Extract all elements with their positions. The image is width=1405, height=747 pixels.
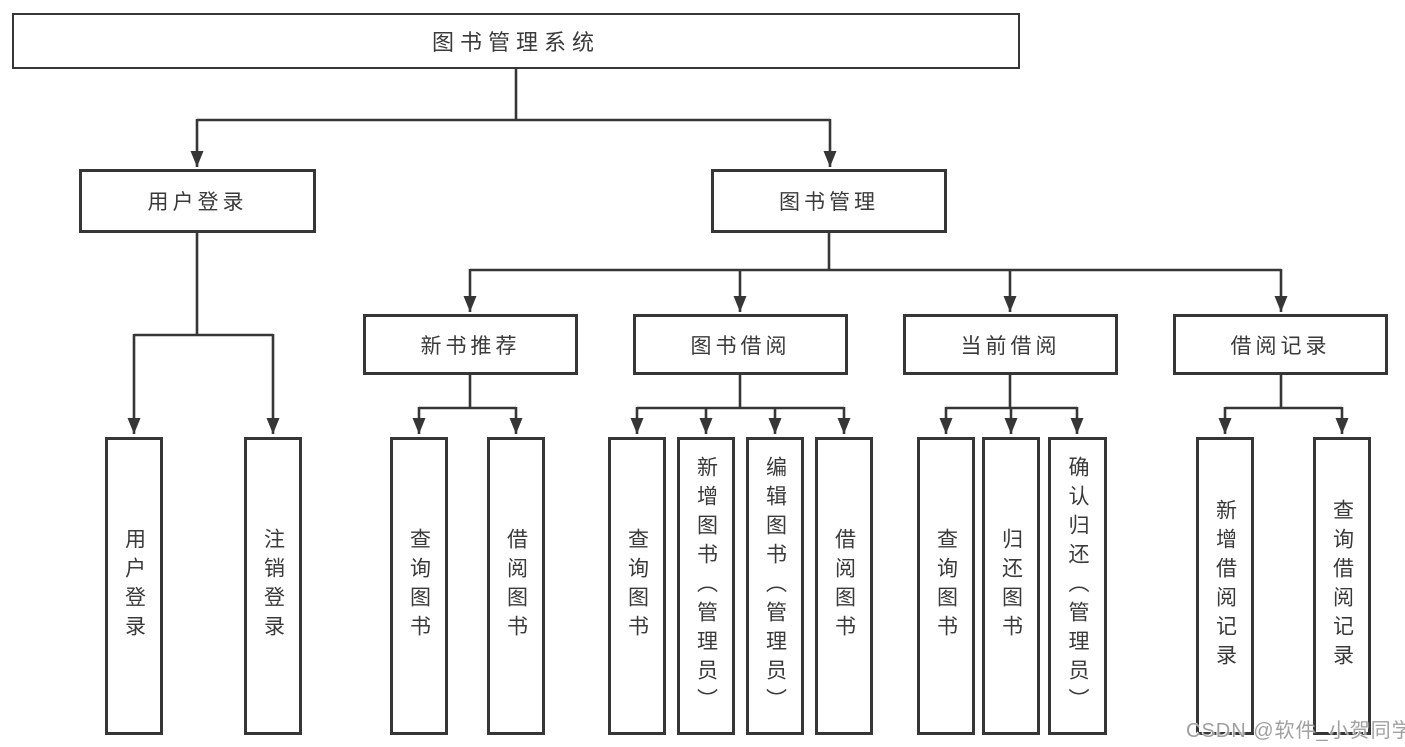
- csdn-watermark: CSDN @软件_小贺同学: [1186, 720, 1405, 742]
- node-label: 查询图书: [407, 528, 431, 644]
- node-label: 新增图书（管理员）: [694, 455, 718, 717]
- leaf-user-login: 用户登录: [105, 437, 163, 735]
- leaf-query-borrow-record: 查询借阅记录: [1313, 437, 1371, 735]
- node-label: 图书管理系统: [431, 30, 600, 55]
- node-current-borrow: 当前借阅: [903, 314, 1118, 375]
- leaf-borrow-borrow-book: 借阅图书: [815, 437, 873, 735]
- node-label: 查询图书: [934, 528, 958, 644]
- node-user-login: 用户登录: [79, 169, 316, 233]
- node-label: 新书推荐: [420, 334, 521, 358]
- leaf-borrow-query-book: 查询图书: [608, 437, 666, 735]
- node-book-borrow: 图书借阅: [633, 314, 848, 375]
- leaf-return-book: 归还图书: [982, 437, 1040, 735]
- leaf-confirm-return-admin: 确认归还（管理员）: [1048, 437, 1107, 735]
- node-label: 新增借阅记录: [1213, 499, 1237, 673]
- node-new-book-recommend: 新书推荐: [363, 314, 578, 375]
- node-label: 当前借阅: [960, 334, 1061, 358]
- node-label: 查询图书: [625, 528, 649, 644]
- node-label: 借阅记录: [1230, 334, 1331, 358]
- node-book-management: 图书管理: [711, 169, 947, 233]
- leaf-add-borrow-record: 新增借阅记录: [1196, 437, 1254, 735]
- leaf-current-query-book: 查询图书: [917, 437, 975, 735]
- node-library-management-system: 图书管理系统: [12, 13, 1020, 69]
- node-label: 用户登录: [122, 528, 146, 644]
- node-label: 借阅图书: [504, 528, 528, 644]
- node-label: 图书借阅: [690, 334, 791, 358]
- leaf-logout: 注销登录: [244, 437, 302, 735]
- node-label: 图书管理: [779, 191, 879, 214]
- node-label: 注销登录: [261, 528, 285, 644]
- node-label: 确认归还（管理员）: [1066, 455, 1089, 717]
- node-label: 借阅图书: [832, 528, 856, 644]
- node-label: 编辑图书（管理员）: [763, 455, 787, 717]
- leaf-recommend-borrow-book: 借阅图书: [487, 437, 545, 735]
- node-label: 查询借阅记录: [1330, 499, 1354, 673]
- leaf-add-book-admin: 新增图书（管理员）: [677, 437, 735, 735]
- leaf-edit-book-admin: 编辑图书（管理员）: [746, 437, 804, 735]
- node-label: 归还图书: [999, 528, 1023, 644]
- node-borrow-records: 借阅记录: [1173, 314, 1388, 375]
- node-label: 用户登录: [147, 191, 248, 214]
- leaf-recommend-query-book: 查询图书: [390, 437, 448, 735]
